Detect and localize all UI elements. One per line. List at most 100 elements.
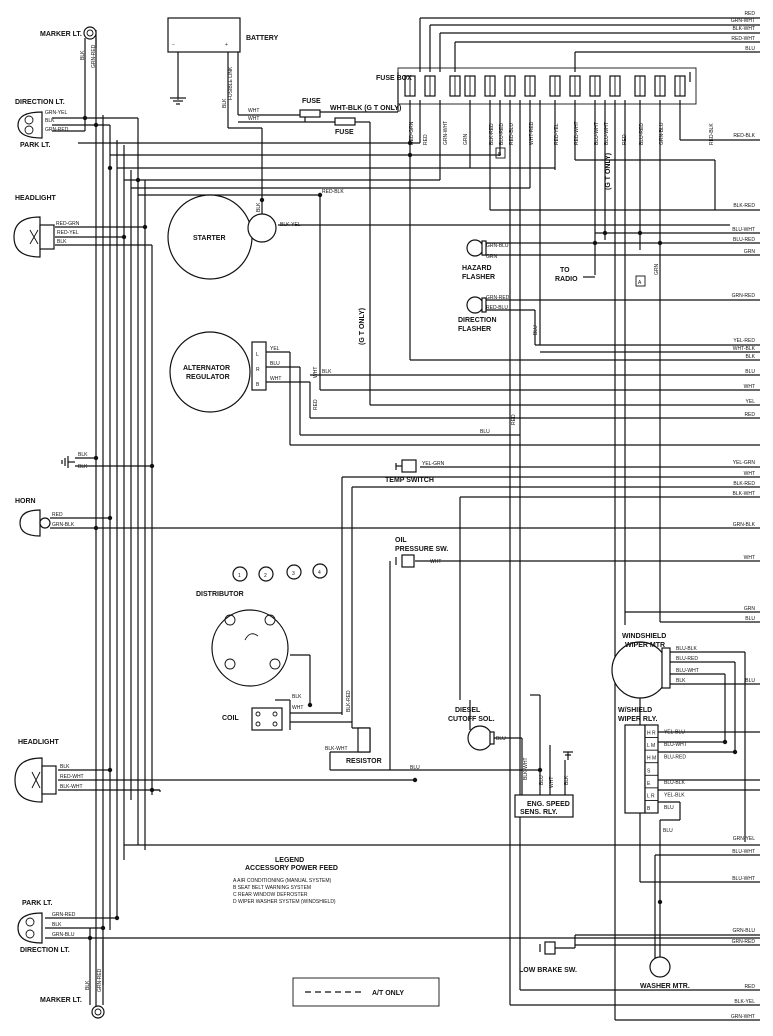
alternator-label-1: ALTERNATOR — [183, 365, 230, 372]
wire-label: BLU-BLK — [676, 646, 698, 652]
ground-symbol-horn-area — [61, 456, 75, 468]
relay-terminal: L R — [647, 793, 655, 799]
right-wire-label: GRN — [744, 606, 756, 612]
legend-item-b: B SEAT BELT WARNING SYSTEM — [233, 885, 311, 891]
wire-label: BLU-WHT — [676, 668, 699, 674]
marker-light-bottom — [91, 1005, 105, 1019]
fuse-drop-wire-label: RED-BLU — [509, 123, 515, 145]
relay-terminal: B — [647, 806, 651, 812]
dir-flasher-label-2: FLASHER — [458, 326, 491, 333]
battery-label: BATTERY — [246, 35, 279, 42]
dist-num-2: 2 — [264, 573, 267, 579]
park-light-bottom-label: PARK LT. — [22, 900, 53, 907]
distributor — [211, 609, 289, 687]
horn-label: HORN — [15, 498, 36, 505]
relay-wire-label: YEL-BLK — [664, 792, 685, 798]
right-wire-label: BLK-RED — [733, 203, 755, 209]
at-only-box — [292, 977, 440, 1007]
wiper-relay-label-1: W/SHIELD — [618, 707, 652, 714]
fuse-box-label: FUSE BOX — [376, 75, 412, 82]
wire-label: GRN-RED — [52, 912, 76, 918]
right-wire-label: BLU-WHT — [732, 876, 755, 882]
wire-label: BLU — [480, 429, 490, 435]
wiper-motor-label-1: WINDSHIELD — [622, 633, 666, 640]
wire-label: WHT — [313, 367, 319, 378]
wire-label: BLK — [78, 452, 88, 458]
legend-item-d: D WIPER WASHER SYSTEM (WINDSHIELD) — [233, 899, 336, 905]
fuse-drop-wire-label: GRN — [463, 134, 469, 146]
wire-label: RED-GRN — [56, 221, 80, 227]
temp-switch — [395, 459, 417, 473]
legend-item-a: A AIR CONDITIONING (MANUAL SYSTEM) — [233, 878, 331, 884]
wire-label: GRN-BLU — [486, 243, 509, 249]
wire-label: BLK — [85, 980, 91, 990]
right-wire-label: GRN-BLU — [732, 928, 755, 934]
wire-label: BLK — [256, 202, 262, 212]
wire-label: BLK-RED — [346, 690, 352, 712]
wire-label: RED-BLK — [322, 189, 344, 195]
ignition-coil — [251, 707, 283, 731]
fuse-drop-wire-label: RED — [622, 134, 628, 145]
wire-label: BLK — [564, 775, 570, 785]
wire-label: GRN-RED — [486, 295, 510, 301]
fuse-drop-wire-label: RED — [423, 134, 429, 145]
diesel-cutoff-solenoid — [467, 725, 495, 751]
fuse2-label: FUSE — [335, 129, 354, 136]
legend: LEGEND ACCESSORY POWER FEED A AIR CONDIT… — [233, 857, 338, 905]
right-edge-wire-labels: REDGRN-WHTBLK-WHTRED-WHTBLURED-BLKBLK-RE… — [731, 11, 756, 1020]
right-wire-label: GRN-BLK — [733, 522, 756, 528]
wire-label: RED-WHT — [60, 774, 84, 780]
right-wire-label: BLK-RED — [733, 481, 755, 487]
eng-speed-label-2: SENS. RLY. — [520, 809, 558, 816]
washer-motor — [649, 956, 671, 978]
junction-dots — [82, 112, 738, 941]
headlight-bottom-label: HEADLIGHT — [18, 739, 60, 746]
right-wire-label: WHT — [744, 471, 755, 477]
svg-text:−: − — [172, 42, 175, 48]
horn — [19, 509, 51, 537]
gt-only-vertical: (G T ONLY) — [359, 308, 366, 345]
wire-label: GRN-BLK — [52, 522, 75, 528]
wire-label: WHT — [430, 559, 441, 565]
wire-label: BLK — [78, 464, 88, 470]
wire-label: GRN-RED — [91, 44, 97, 68]
dir-flasher-label-1: DIRECTION — [458, 317, 497, 324]
to-radio-label-1: TO — [560, 267, 570, 274]
fuse-drop-wire-label: RED-WHT — [574, 121, 580, 145]
battery: − + — [167, 17, 241, 100]
engine-speed-relay — [514, 751, 574, 818]
coil-label: COIL — [222, 715, 239, 722]
right-wire-label: BLK — [746, 354, 756, 360]
fuse-gt — [299, 109, 321, 118]
distributor-label: DISTRIBUTOR — [196, 591, 244, 598]
relay-terminal: S — [647, 768, 651, 774]
relay-terminal: H M — [647, 756, 656, 762]
legend-subtitle: ACCESSORY POWER FEED — [245, 865, 338, 872]
right-wire-label: BLU — [745, 678, 755, 684]
hazard-label-2: FLASHER — [462, 274, 495, 281]
fuse-drop-wire-label: BLU-RED — [499, 123, 505, 145]
direction-flasher — [466, 296, 487, 314]
right-wire-label: RED-WHT — [731, 36, 755, 42]
alt-terminal-b: B — [256, 382, 260, 388]
fuse-drop-wire-label: GRN-BLU — [659, 122, 665, 145]
marker-b-box — [495, 147, 506, 159]
right-wire-label: RED — [744, 11, 755, 17]
dist-num-3: 3 — [292, 571, 295, 577]
wire-label: RED — [52, 512, 63, 518]
wire-label: BLU — [533, 325, 539, 335]
distributor-firing-order — [232, 563, 328, 582]
gt-only-vertical-right: (G T ONLY) — [605, 153, 612, 190]
wire-label: BLK-YEL — [280, 222, 301, 228]
right-wire-label: WHT-BLK — [733, 346, 756, 352]
gt-only-fuse-label: WHT-BLK (G T ONLY) — [330, 105, 401, 112]
right-wire-label: RED — [744, 412, 755, 418]
fuse-drop-wire-label: BLU-WHT — [604, 122, 610, 145]
right-wire-label: BLU — [745, 369, 755, 375]
relay-terminal: H R — [647, 731, 656, 737]
wire-label: RED-YEL — [57, 230, 79, 236]
wiring-lines — [45, 17, 760, 1021]
fuse-drop-wire-label: RED-BLK — [709, 123, 715, 145]
right-wire-label: BLU-WHT — [732, 849, 755, 855]
